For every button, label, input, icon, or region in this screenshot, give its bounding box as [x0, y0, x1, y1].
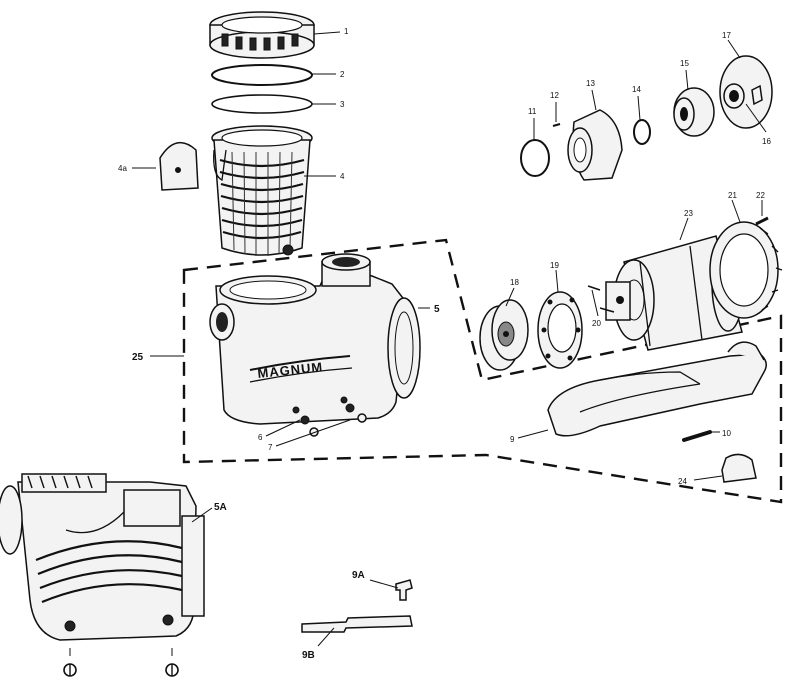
lid-oring-part: [211, 94, 313, 114]
seal-housing-part-13: [567, 109, 623, 181]
label-12: 12: [550, 91, 559, 100]
lid-ring-part: [209, 11, 315, 59]
diffuser-part-17: [719, 55, 773, 129]
ring-pin-part: [755, 216, 769, 226]
callout-labels: 1 2 3 4 4a 5 25 6 7 9 10 24 11 12 13 14 …: [118, 27, 771, 661]
label-17: 17: [722, 31, 731, 40]
label-18: 18: [510, 278, 519, 287]
label-16: 16: [762, 137, 771, 146]
label-11: 11: [528, 107, 537, 116]
label-10: 10: [722, 429, 731, 438]
bracket-part-9A: [395, 579, 413, 601]
impeller-part: [479, 299, 529, 371]
label-13: 13: [586, 79, 595, 88]
label-24: 24: [678, 477, 687, 486]
label-22: 22: [756, 191, 765, 200]
seal-plate-part: [537, 291, 583, 369]
label-6: 6: [258, 433, 263, 442]
label-25: 25: [132, 352, 144, 363]
label-19: 19: [550, 261, 559, 270]
assembly-25-outline: [182, 238, 783, 504]
label-15: 15: [680, 59, 689, 68]
housing-brand-text: MAGNUM: [257, 359, 324, 381]
oring-part-11: [520, 139, 550, 177]
label-9A: 9A: [352, 570, 365, 581]
screw-part-12: [552, 123, 561, 127]
motor-ring-part: [709, 221, 783, 319]
bar-part-9B: [301, 615, 413, 633]
pump-housing-part: MAGNUM: [209, 253, 421, 425]
lid-part: [211, 64, 313, 86]
label-4a: 4a: [118, 164, 127, 173]
motor-base-part: [547, 341, 767, 437]
label-21: 21: [728, 191, 737, 200]
label-23: 23: [684, 209, 693, 218]
label-9: 9: [510, 435, 515, 444]
strainer-basket-part: [211, 125, 313, 256]
plugs-5A-part: [63, 648, 179, 677]
label-9B: 9B: [302, 650, 315, 661]
label-4: 4: [340, 172, 345, 181]
label-5: 5: [434, 304, 440, 315]
label-7: 7: [268, 443, 273, 452]
base-pin-part: [682, 430, 712, 442]
label-2: 2: [340, 70, 345, 79]
label-20: 20: [592, 319, 601, 328]
impeller-part-15: [673, 87, 715, 137]
motor-screws-part: [587, 285, 615, 313]
basket-handle-part: [159, 141, 199, 191]
label-1: 1: [344, 27, 349, 36]
label-5A: 5A: [214, 502, 227, 513]
label-3: 3: [340, 100, 345, 109]
pump-housing-5A-part: [0, 473, 205, 641]
drain-plugs-part: [300, 403, 367, 437]
seal-part-14: [633, 119, 651, 145]
label-14: 14: [632, 85, 641, 94]
base-foot-part: [721, 453, 757, 483]
leader-lines: [132, 31, 767, 647]
